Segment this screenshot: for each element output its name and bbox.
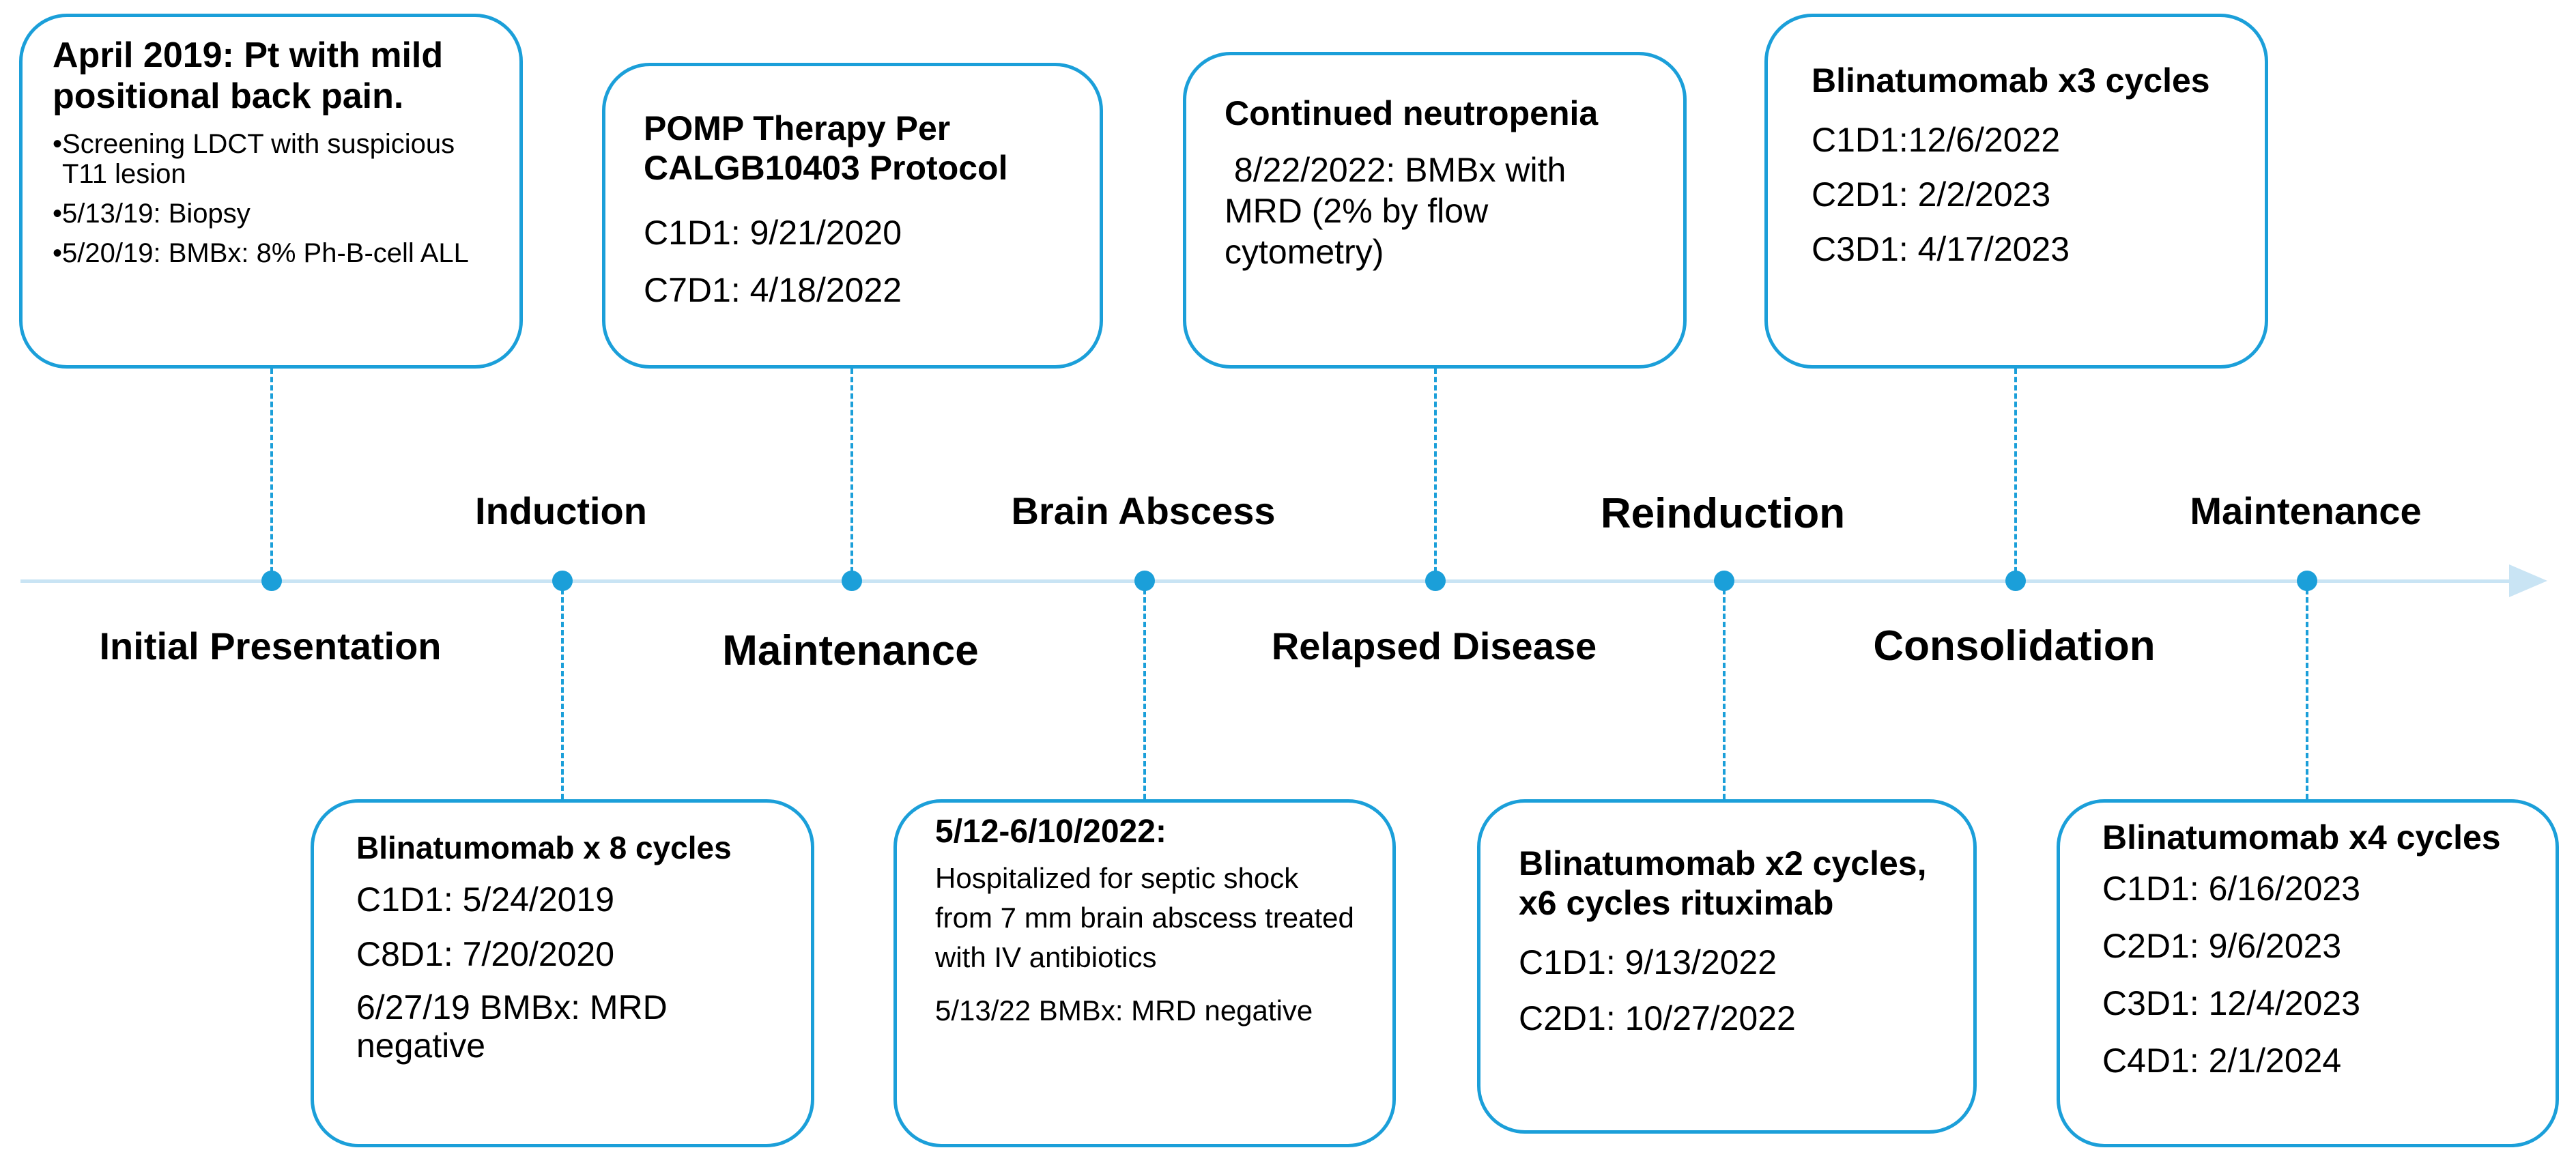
timeline-dot-induction xyxy=(552,571,573,591)
connector-induction xyxy=(561,581,564,799)
bullet-item: Screening LDCT with suspicious T11 lesio… xyxy=(53,129,489,189)
phase-label-initial-presentation: Initial Presentation xyxy=(99,624,442,667)
phase-label-maintenance: Maintenance xyxy=(722,627,979,674)
event-box-blinatumomab-x8: Blinatumomab x 8 cycles C1D1: 5/24/2019 … xyxy=(311,799,814,1147)
connector-consolidation xyxy=(2014,369,2017,581)
event-box-blinatumomab-x3: Blinatumomab x3 cycles C1D1:12/6/2022 C2… xyxy=(1764,14,2268,369)
phase-label-brain-abscess: Brain Abscess xyxy=(1011,489,1276,532)
event-box-line: C1D1: 6/16/2023 xyxy=(2102,870,2361,908)
event-box-line: C7D1: 4/18/2022 xyxy=(644,271,902,309)
timeline-dot-reinduction xyxy=(1714,571,1734,591)
event-box-initial-presentation: April 2019: Pt with mild positional back… xyxy=(19,14,523,369)
event-box-line: 6/27/19 BMBx: MRD negative xyxy=(356,988,668,1065)
event-box-title: April 2019: Pt with mild positional back… xyxy=(53,35,444,116)
event-box-line: C2D1: 2/2/2023 xyxy=(1812,175,2051,214)
phase-label-relapsed-disease: Relapsed Disease xyxy=(1271,624,1597,667)
timeline-dot-maintenance xyxy=(842,571,862,591)
event-box-line: C1D1: 9/13/2022 xyxy=(1519,943,1777,981)
connector-initial xyxy=(270,369,273,581)
event-box-title: Blinatumomab x3 cycles xyxy=(1812,61,2210,100)
event-box-line: 5/13/22 BMBx: MRD negative xyxy=(935,994,1313,1026)
event-box-line: C4D1: 2/1/2024 xyxy=(2102,1042,2342,1080)
bullet-item: 5/20/19: BMBx: 8% Ph-B-cell ALL xyxy=(53,238,489,268)
event-box-title: Continued neutropenia xyxy=(1225,94,1599,132)
event-box-title: 5/12-6/10/2022: xyxy=(935,814,1167,850)
event-box-line: C3D1: 12/4/2023 xyxy=(2102,984,2361,1022)
event-box-line: C1D1:12/6/2022 xyxy=(1812,121,2061,159)
event-box-pomp-therapy: POMP Therapy Per CALGB10403 Protocol C1D… xyxy=(602,63,1103,369)
event-box-continued-neutropenia: Continued neutropenia 8/22/2022: BMBx wi… xyxy=(1183,52,1687,369)
event-box-title: Blinatumomab x4 cycles xyxy=(2102,818,2501,857)
timeline-dot-relapsed xyxy=(1425,571,1446,591)
event-box-title: POMP Therapy Per CALGB10403 Protocol xyxy=(644,109,1008,187)
event-box-title: Blinatumomab x2 cycles, x6 cycles rituxi… xyxy=(1519,844,1927,922)
event-box-line: Hospitalized for septic shock from 7 mm … xyxy=(935,862,1354,973)
phase-label-consolidation: Consolidation xyxy=(1873,622,2156,670)
event-box-line: C1D1: 9/21/2020 xyxy=(644,214,902,252)
phase-label-reinduction: Reinduction xyxy=(1600,490,1846,537)
event-box-title: Blinatumomab x 8 cycles xyxy=(356,830,732,865)
event-box-blinatumomab-x2-rituximab: Blinatumomab x2 cycles, x6 cycles rituxi… xyxy=(1477,799,1977,1134)
timeline-dot-consolidation xyxy=(2005,571,2026,591)
event-box-blinatumomab-x4: Blinatumomab x4 cycles C1D1: 6/16/2023 C… xyxy=(2057,799,2559,1147)
timeline-dot-brain-abscess xyxy=(1134,571,1155,591)
connector-reinduction xyxy=(1723,581,1726,799)
timeline-arrow-icon xyxy=(2509,564,2547,597)
event-box-brain-abscess-hospitalization: 5/12-6/10/2022: Hospitalized for septic … xyxy=(893,799,1396,1147)
event-box-line: C3D1: 4/17/2023 xyxy=(1812,230,2070,268)
event-box-line: C8D1: 7/20/2020 xyxy=(356,935,615,973)
timeline-dot-maintenance-final xyxy=(2297,571,2317,591)
event-box-line: C1D1: 5/24/2019 xyxy=(356,880,615,919)
phase-label-maintenance-final: Maintenance xyxy=(2190,489,2422,532)
connector-maintenance xyxy=(850,369,853,581)
event-box-line: C2D1: 10/27/2022 xyxy=(1519,999,1796,1037)
event-box-line: C2D1: 9/6/2023 xyxy=(2102,927,2342,965)
phase-label-induction: Induction xyxy=(475,489,647,532)
connector-maintenance-final xyxy=(2306,581,2308,799)
connector-relapsed xyxy=(1434,369,1437,581)
connector-brain-abscess xyxy=(1143,581,1146,799)
timeline-axis xyxy=(20,579,2512,583)
event-box-line: 8/22/2022: BMBx with MRD (2% by flow cyt… xyxy=(1225,151,1576,271)
timeline-dot-initial xyxy=(261,571,282,591)
bullet-item: 5/13/19: Biopsy xyxy=(53,199,489,229)
event-box-bullets: Screening LDCT with suspicious T11 lesio… xyxy=(53,129,489,268)
